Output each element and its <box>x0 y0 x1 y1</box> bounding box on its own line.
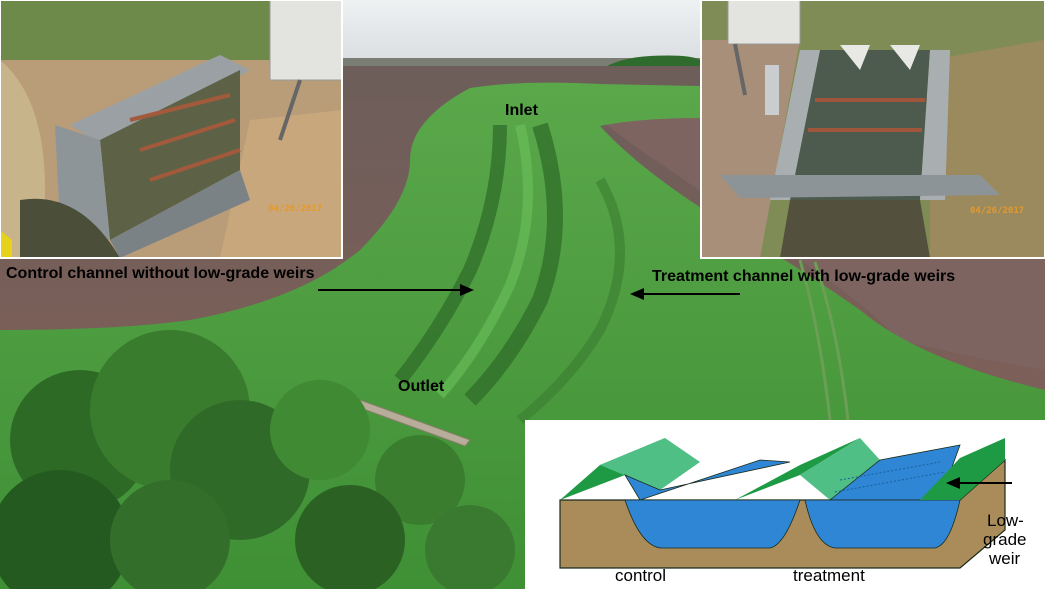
track-2 <box>813 261 850 421</box>
berm-right <box>516 177 625 424</box>
inset-left-border <box>0 0 343 259</box>
control-channel <box>394 124 507 385</box>
inset-photo-right <box>701 0 1045 258</box>
date-stamp-right: 04/26/2017 <box>970 206 1025 216</box>
arrow-treatment <box>630 288 740 300</box>
inset-right-border <box>700 0 1045 259</box>
control-channel-label: Control channel without low-grade weirs <box>6 265 315 282</box>
diagram-treatment-label: treatment <box>793 566 865 585</box>
diagram-control-label: control <box>615 566 667 585</box>
arrow-control <box>318 284 474 296</box>
track-1 <box>798 259 832 421</box>
date-stamp-left: 04/26/2017 <box>268 204 323 214</box>
diagram-weir-label-3: weir <box>989 549 1021 568</box>
diagram-weir-label-1: Low- <box>987 511 1024 530</box>
channel-diagram <box>525 420 1045 589</box>
inlet-label: Inlet <box>505 102 538 119</box>
diagram-weir-label-2: grade <box>983 530 1027 549</box>
treatment-channel-label: Treatment channel with low-grade weirs <box>652 268 956 285</box>
outlet-label: Outlet <box>398 378 445 395</box>
berm-center <box>436 123 533 399</box>
inset-photo-left <box>0 0 343 258</box>
treatment-channel <box>464 122 563 406</box>
tree-cluster <box>0 330 515 594</box>
